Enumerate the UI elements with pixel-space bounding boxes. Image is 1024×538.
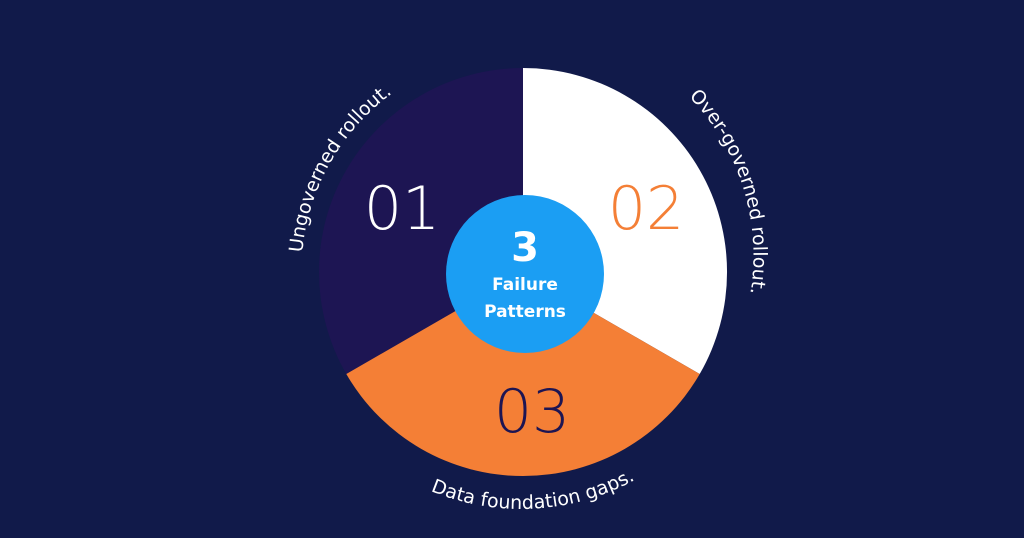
segment-03-number: 03 xyxy=(494,377,570,447)
center-line-1: Failure xyxy=(492,275,558,295)
center-line-2: Patterns xyxy=(484,302,566,322)
center-circle xyxy=(446,195,604,353)
segment-01-number: 01 xyxy=(364,174,440,244)
segment-03-data-foundation xyxy=(346,272,700,477)
segment-02-number: 02 xyxy=(608,174,684,244)
center-number: 3 xyxy=(511,225,539,271)
